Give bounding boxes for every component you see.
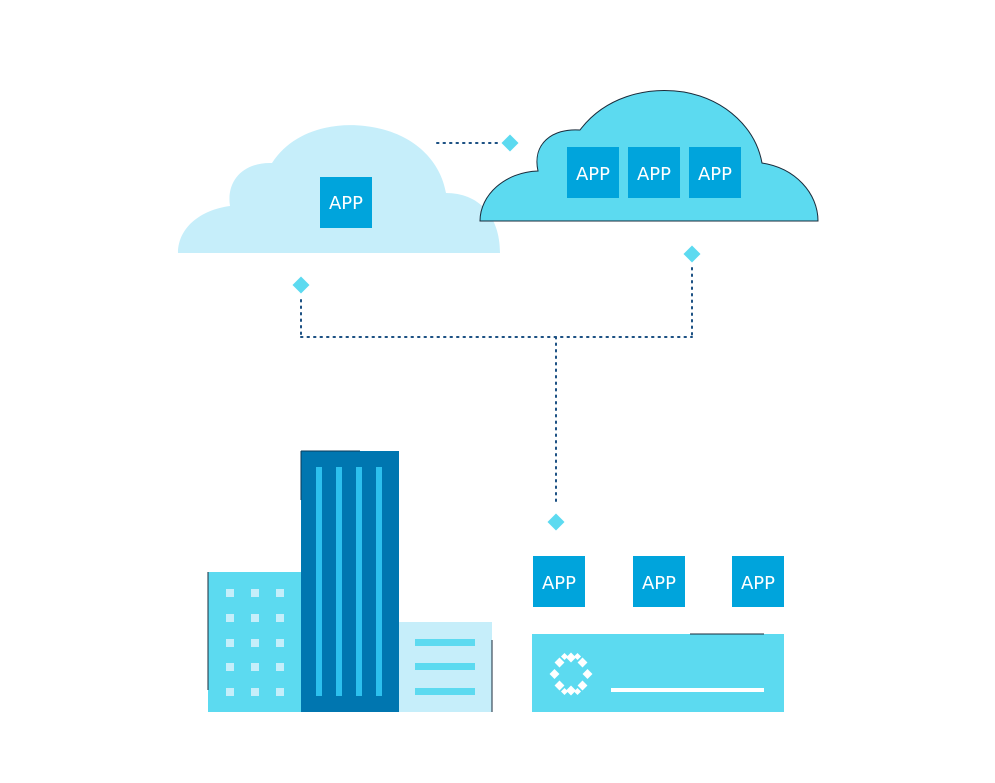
window	[226, 688, 234, 696]
cloud-right-app-3: APP	[689, 147, 741, 198]
window	[226, 663, 234, 671]
gear-tooth	[573, 687, 582, 696]
stripe	[336, 467, 342, 696]
gear-tooth	[560, 687, 569, 696]
gear-tooth	[554, 680, 565, 691]
app-label: APP	[642, 573, 676, 594]
app-label: APP	[576, 164, 610, 185]
app-label: APP	[741, 573, 775, 594]
app-box	[628, 147, 680, 198]
window	[251, 589, 259, 597]
app-label: APP	[698, 164, 732, 185]
band	[415, 663, 475, 670]
connector-diamonds	[292, 134, 701, 531]
app-label: APP	[329, 193, 363, 214]
stripe	[316, 467, 322, 696]
band	[415, 688, 475, 695]
window	[251, 614, 259, 622]
onprem-app-1: APP	[533, 556, 585, 607]
window	[226, 589, 234, 597]
app-box	[633, 556, 685, 607]
band	[415, 639, 475, 646]
building-left-windows	[226, 589, 284, 696]
app-box	[732, 556, 784, 607]
stripe	[356, 467, 362, 696]
app-box	[689, 147, 741, 198]
window	[276, 688, 284, 696]
cloud-right-app-2: APP	[628, 147, 680, 198]
window	[251, 688, 259, 696]
gear-tooth	[560, 652, 569, 661]
cloud-right-app-1: APP	[567, 147, 619, 198]
diamond-marker	[547, 513, 565, 531]
building-tower	[301, 451, 399, 712]
gear-tooth	[566, 685, 576, 696]
gear-tooth	[582, 669, 593, 679]
stripe	[376, 467, 382, 696]
window	[276, 639, 284, 647]
cloud-left-app: APP	[320, 177, 372, 228]
app-box	[320, 177, 372, 228]
app-box	[533, 556, 585, 607]
window	[226, 614, 234, 622]
gear-ring-icon	[549, 652, 593, 696]
server-body	[532, 634, 784, 712]
gear-tooth	[566, 652, 576, 663]
gear-tooth	[554, 657, 565, 668]
onprem-app-2: APP	[633, 556, 685, 607]
diamond-marker	[292, 276, 310, 294]
onprem-apps: APP APP APP	[533, 556, 784, 607]
app-label: APP	[637, 164, 671, 185]
cloud-right: APP APP APP	[479, 90, 819, 222]
office-buildings	[207, 450, 493, 712]
diamond-marker	[683, 245, 701, 263]
window	[251, 639, 259, 647]
gear-tooth	[573, 652, 582, 661]
building-tower-stripes	[316, 467, 382, 696]
app-label: APP	[542, 573, 576, 594]
diamond-marker	[501, 134, 519, 152]
window	[226, 639, 234, 647]
connector-lines	[300, 142, 693, 506]
building-right-bands	[415, 639, 475, 695]
server-status-bar	[611, 688, 764, 692]
onprem-server	[532, 633, 784, 712]
gear-tooth	[549, 669, 560, 679]
gear-tooth	[577, 657, 588, 668]
window	[276, 614, 284, 622]
window	[276, 663, 284, 671]
app-box	[567, 147, 619, 198]
window	[276, 589, 284, 597]
gear-tooth	[577, 680, 588, 691]
window	[251, 663, 259, 671]
onprem-app-3: APP	[732, 556, 784, 607]
cloud-left: APP	[178, 125, 500, 253]
